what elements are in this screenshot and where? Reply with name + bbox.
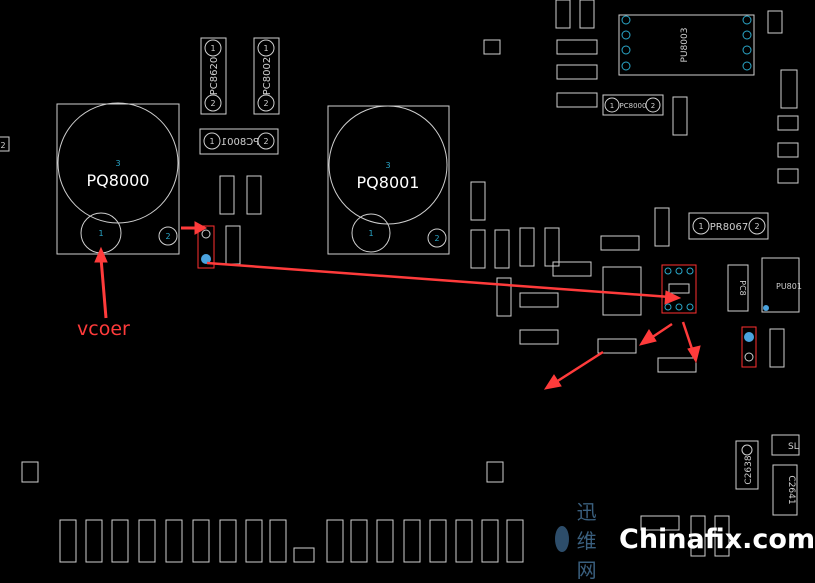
pcb-board-view: 3 PQ8000 1 2 3 PQ8001 1 2 1 2 PC8620 1 2…	[0, 0, 802, 563]
sl-ref: SL	[788, 442, 799, 452]
component-c2641[interactable]: C2641	[772, 464, 798, 516]
component-pq8001[interactable]: 3 PQ8001 1 2	[327, 105, 450, 255]
component-highlighted-cap[interactable]	[741, 326, 757, 368]
watermark-en: Chinafix.com	[619, 523, 815, 555]
pq8001-pin2: 2	[434, 234, 439, 243]
pc8001-ref: PC8001	[221, 137, 259, 148]
component-highlighted-ic[interactable]	[661, 264, 697, 314]
watermark-cn: 迅维网	[576, 499, 599, 582]
edge-pad-pin: 2	[0, 141, 5, 150]
component-sl-fragment[interactable]: SL	[771, 434, 800, 456]
pu-fragment-ref: PU801	[776, 282, 802, 291]
chinafix-logo-icon	[555, 526, 569, 552]
pc8000-pin1: 1	[610, 102, 614, 110]
component-pr8067[interactable]: 1 2 PR8067	[688, 212, 769, 240]
pq8000-ref: PQ8000	[87, 171, 150, 190]
component-pq8000[interactable]: 3 PQ8000 1 2	[56, 102, 180, 255]
component-pc8620[interactable]: 1 2 PC8620	[200, 37, 227, 115]
component-pu-fragment[interactable]: PU801	[761, 257, 802, 313]
c2641-ref: C2641	[786, 475, 796, 504]
pq8000-pin1: 1	[98, 229, 103, 238]
component-highlighted-resistor[interactable]	[197, 225, 215, 269]
pc8620-ref: PC8620	[209, 57, 220, 95]
component-pc8002[interactable]: 1 2 PC8002	[253, 37, 280, 115]
pu8003-ref: PU8003	[680, 28, 690, 63]
pc8620-pin2: 2	[210, 99, 215, 108]
watermark: 迅维网 Chinafix.com	[555, 500, 815, 582]
pr8067-pin1: 1	[698, 222, 703, 231]
pc8002-pin2: 2	[263, 99, 268, 108]
pq8001-ref: PQ8001	[357, 173, 420, 192]
annotation-arrows	[94, 221, 701, 390]
pc8620-pin1: 1	[210, 44, 215, 53]
pr8067-ref: PR8067	[710, 222, 748, 233]
passive-footprints	[21, 0, 799, 563]
component-pu8003[interactable]: PU8003	[618, 14, 755, 76]
pc8002-pin1: 1	[263, 44, 268, 53]
pq8000-pin2: 2	[165, 232, 170, 241]
pq8000-pin3: 3	[115, 159, 120, 168]
component-pc-fragment[interactable]: PC8	[727, 264, 749, 312]
pc8001-pin2: 2	[263, 137, 268, 146]
pq8001-pin1: 1	[368, 229, 373, 238]
annotation-label: vcoer	[77, 318, 130, 340]
pq8001-pin3: 3	[385, 161, 390, 170]
pc8000-ref: PC8000	[620, 102, 647, 110]
pc8001-pin1: 1	[209, 137, 214, 146]
component-edge-pad[interactable]: 2	[0, 136, 10, 152]
component-pc8001[interactable]: 1 2 PC8001	[199, 128, 279, 155]
component-pc8000[interactable]: 1 2 PC8000	[602, 94, 664, 116]
pc8002-ref: PC8002	[262, 57, 273, 95]
pc8000-pin2: 2	[651, 102, 655, 110]
pc-fragment-ref: PC8	[738, 280, 747, 296]
component-c2638[interactable]: C2638	[735, 440, 759, 490]
pr8067-pin2: 2	[754, 222, 759, 231]
c2638-ref: C2638	[744, 455, 754, 484]
